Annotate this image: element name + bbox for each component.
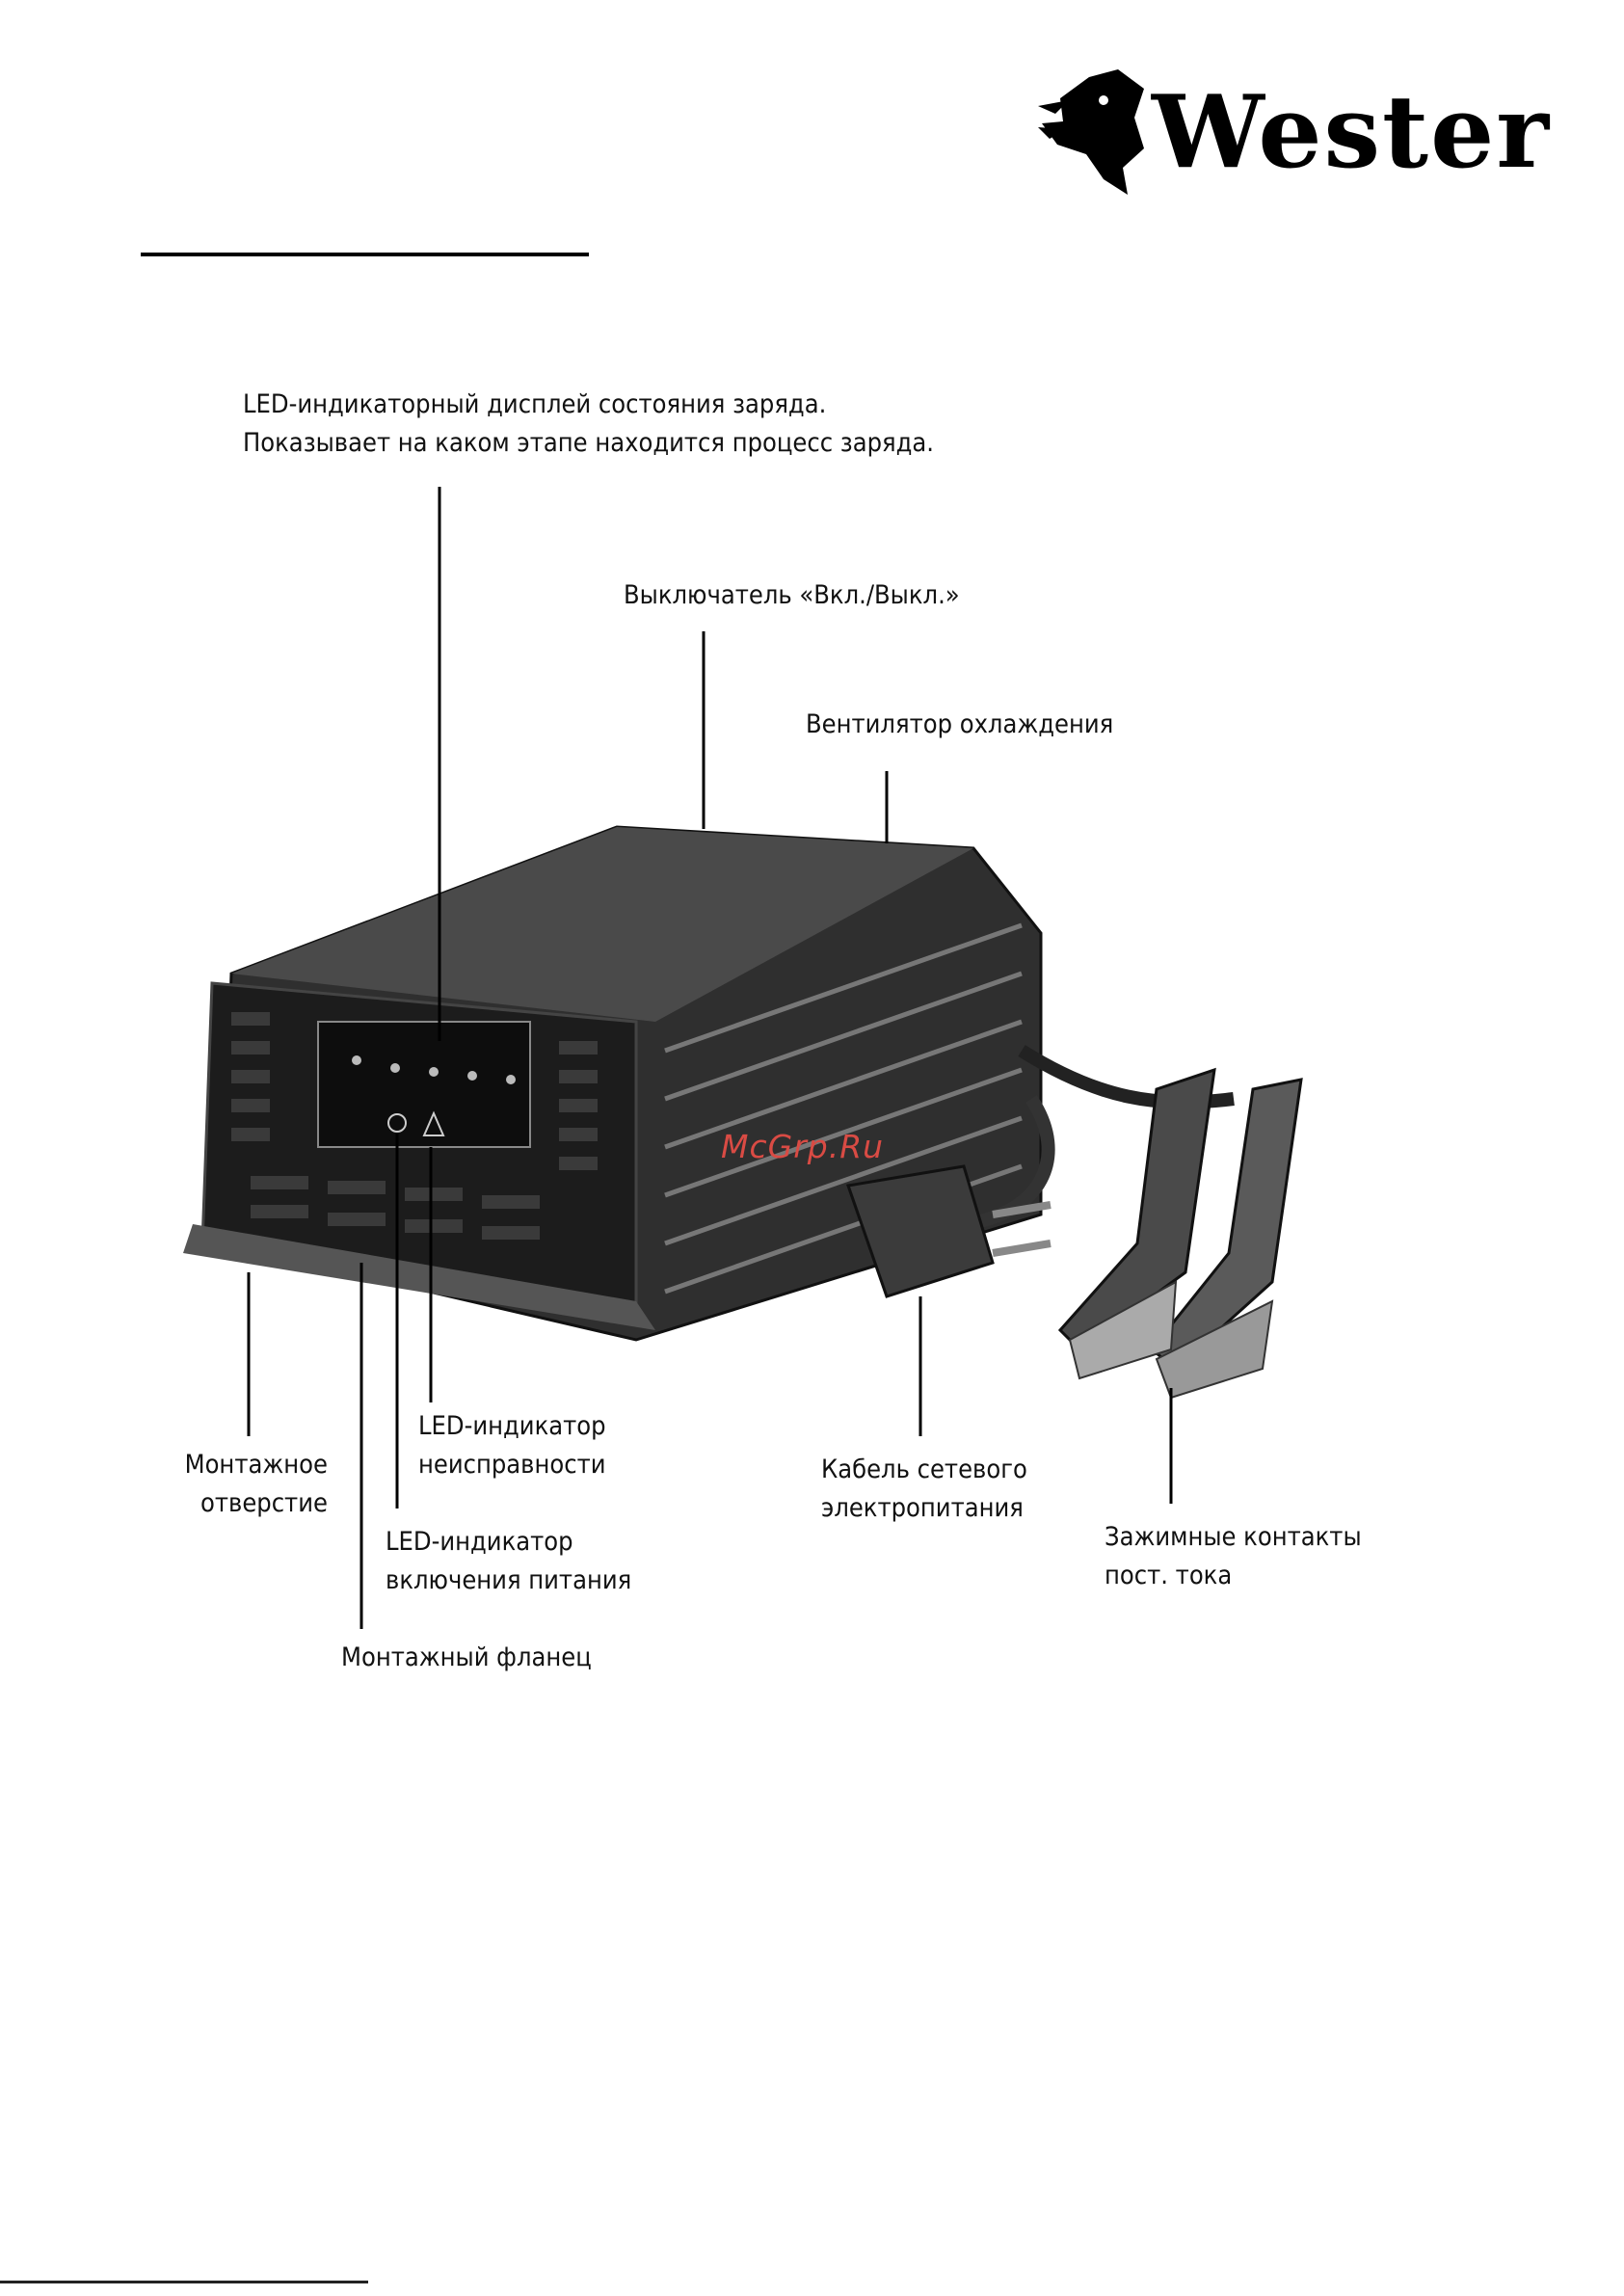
- led-display-label-line2: Показывает на каком этапе находится проц…: [243, 428, 935, 458]
- mounting-flange-shape: [183, 1224, 655, 1330]
- fault-led-label: LED-индикатор неисправности: [418, 1407, 606, 1484]
- watermark-text: McGrp.Ru: [721, 1128, 885, 1165]
- led-dots: [352, 1055, 516, 1084]
- footer-rule: [0, 2281, 368, 2283]
- mounting-hole-label-line2: отверстие: [200, 1488, 328, 1518]
- led-display-label-line1: LED-индикаторный дисплей состояния заряд…: [243, 389, 827, 419]
- mounting-flange-label: Монтажный фланец: [341, 1642, 592, 1672]
- mains-cable-label-line2: электропитания: [821, 1493, 1024, 1523]
- mains-cable-label-line1: Кабель сетевого: [821, 1455, 1027, 1484]
- led-display-panel: [317, 1021, 531, 1148]
- fault-led-label-line1: LED-индикатор: [418, 1411, 606, 1441]
- dc-clamps-label-line2: пост. тока: [1105, 1561, 1233, 1590]
- power-led-label-line1: LED-индикатор: [386, 1527, 573, 1557]
- dc-clamps-label: Зажимные контакты пост. тока: [1105, 1518, 1362, 1595]
- front-vents: [231, 1012, 598, 1240]
- dc-clamps-label-line1: Зажимные контакты: [1105, 1522, 1362, 1552]
- mounting-hole-label-line1: Монтажное: [184, 1450, 328, 1480]
- wester-logo: Wester: [1036, 60, 1549, 214]
- led-display-label: LED-индикаторный дисплей состояния заряд…: [243, 386, 934, 463]
- dragon-head-icon: [1038, 69, 1144, 195]
- fault-led-label-line2: неисправности: [418, 1450, 606, 1480]
- cooling-fan-label: Вентилятор охлаждения: [806, 709, 1114, 739]
- power-switch-label: Выключатель «Вкл./Выкл.»: [624, 580, 960, 610]
- power-led-label-line2: включения питания: [386, 1565, 632, 1595]
- charger-top: [231, 827, 973, 1022]
- power-led: [387, 1113, 407, 1133]
- mains-cable-line: [963, 1095, 1055, 1231]
- mounting-hole-label: Монтажное отверстие: [181, 1446, 328, 1523]
- mains-cable-label: Кабель сетевого электропитания: [821, 1451, 1027, 1528]
- power-led-label: LED-индикатор включения питания: [386, 1523, 631, 1600]
- title-underline: [141, 253, 589, 256]
- brand-wordmark: Wester: [1152, 72, 1552, 191]
- mains-plug: [845, 1164, 995, 1298]
- callout-lines: [247, 487, 1173, 1629]
- fault-led: [422, 1110, 445, 1136]
